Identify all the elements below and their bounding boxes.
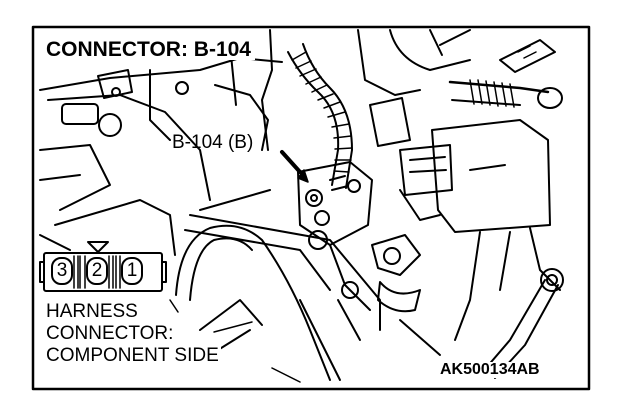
figure-code: AK500134AB bbox=[438, 361, 542, 378]
bolt-housing bbox=[61, 103, 99, 125]
harness-label-line-3: COMPONENT SIDE bbox=[46, 345, 221, 366]
pin-2-label: 2 bbox=[91, 260, 103, 281]
connector-face-diagram bbox=[39, 241, 167, 292]
pin-2-slot bbox=[86, 257, 108, 285]
canister-body bbox=[431, 119, 551, 233]
harness-label-line-2: CONNECTOR: bbox=[46, 323, 176, 344]
pin-1-label: 1 bbox=[126, 260, 138, 281]
engine-outline bbox=[39, 57, 283, 91]
sensor-bracket bbox=[297, 161, 373, 246]
callout-arrow bbox=[280, 150, 302, 174]
connector-b104 bbox=[305, 189, 323, 207]
pin-3-slot bbox=[51, 257, 73, 285]
harness-label-line-1: HARNESS bbox=[46, 301, 140, 322]
figure-frame bbox=[31, 25, 591, 391]
connector-title: CONNECTOR: B-104 bbox=[44, 39, 255, 60]
pin-3-label: 3 bbox=[56, 260, 68, 281]
pin-1-slot bbox=[121, 257, 143, 285]
connector-callout-label: B-104 (B) bbox=[172, 132, 254, 153]
relay-box bbox=[369, 97, 411, 147]
